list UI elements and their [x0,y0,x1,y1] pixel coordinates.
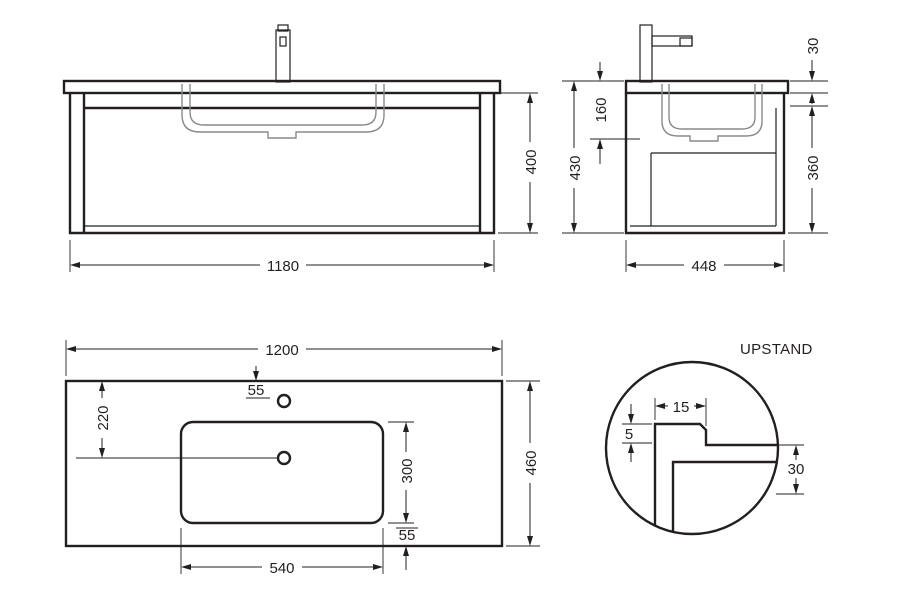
side-countertop [624,79,790,95]
side-depth-label: 448 [691,258,716,275]
front-height-dimension: 400 [498,92,540,234]
front-cabinet [68,93,496,235]
upstand-height-dimension: 30 [776,444,808,495]
top-width-dimension: 1200 [65,339,503,376]
upstand-title: UPSTAND [740,341,813,358]
top-width-label: 1200 [265,342,298,359]
side-total-height-dimension: 430 [562,80,624,234]
edge-margin-dimension: 55 [394,527,420,570]
front-height-label: 400 [523,149,540,174]
top-countertop [64,379,504,548]
side-bowl-depth-label: 160 [593,97,610,122]
bowl-width-dimension: 540 [180,528,384,577]
top-depth-dimension: 460 [506,380,540,547]
side-basin-outline [661,84,763,142]
top-view: 1200 55 220 300 [64,339,540,577]
edge-margin-label: 55 [399,527,416,544]
top-depth-label: 460 [523,450,540,475]
front-countertop [62,79,502,95]
side-top-label: 30 [805,38,822,55]
bowl-width-label: 540 [269,560,294,577]
front-tap [275,24,291,83]
detail-circle [604,360,780,536]
tap-offset-label: 220 [95,405,112,430]
upstand-step-label: 5 [625,426,633,443]
side-drawer-height-label: 360 [805,155,822,180]
bowl-height-label: 300 [399,458,416,483]
upstand-step-dimension: 5 [622,404,652,462]
waste-hole [276,450,292,466]
side-depth-dimension: 448 [625,240,785,275]
side-bowl-depth-dimension: 160 [590,62,640,164]
upstand-width-dimension: 15 [654,397,707,426]
tap-hole [276,393,292,409]
bowl-height-dimension: 300 [388,421,416,524]
front-width-label: 1180 [267,258,299,275]
upstand-height-label: 30 [788,461,805,478]
side-top-dimension: 30 [790,38,828,104]
side-drawer-height-dimension: 360 [788,105,828,234]
side-tap [639,24,693,83]
upstand-detail: UPSTAND 15 5 [604,341,813,536]
front-basin-outline [181,84,385,139]
tap-hole-label: 55 [248,382,265,399]
upstand-width-label: 15 [673,399,690,416]
tap-hole-dimension: 55 [246,366,270,399]
top-basin [179,420,385,525]
tap-offset-dimension: 220 [76,381,278,459]
side-cabinet [624,93,786,235]
front-view: 1180 400 [62,24,540,275]
front-width-dimension: 1180 [69,240,495,275]
side-total-height-label: 430 [567,155,584,180]
side-view: 160 430 30 [562,24,828,275]
